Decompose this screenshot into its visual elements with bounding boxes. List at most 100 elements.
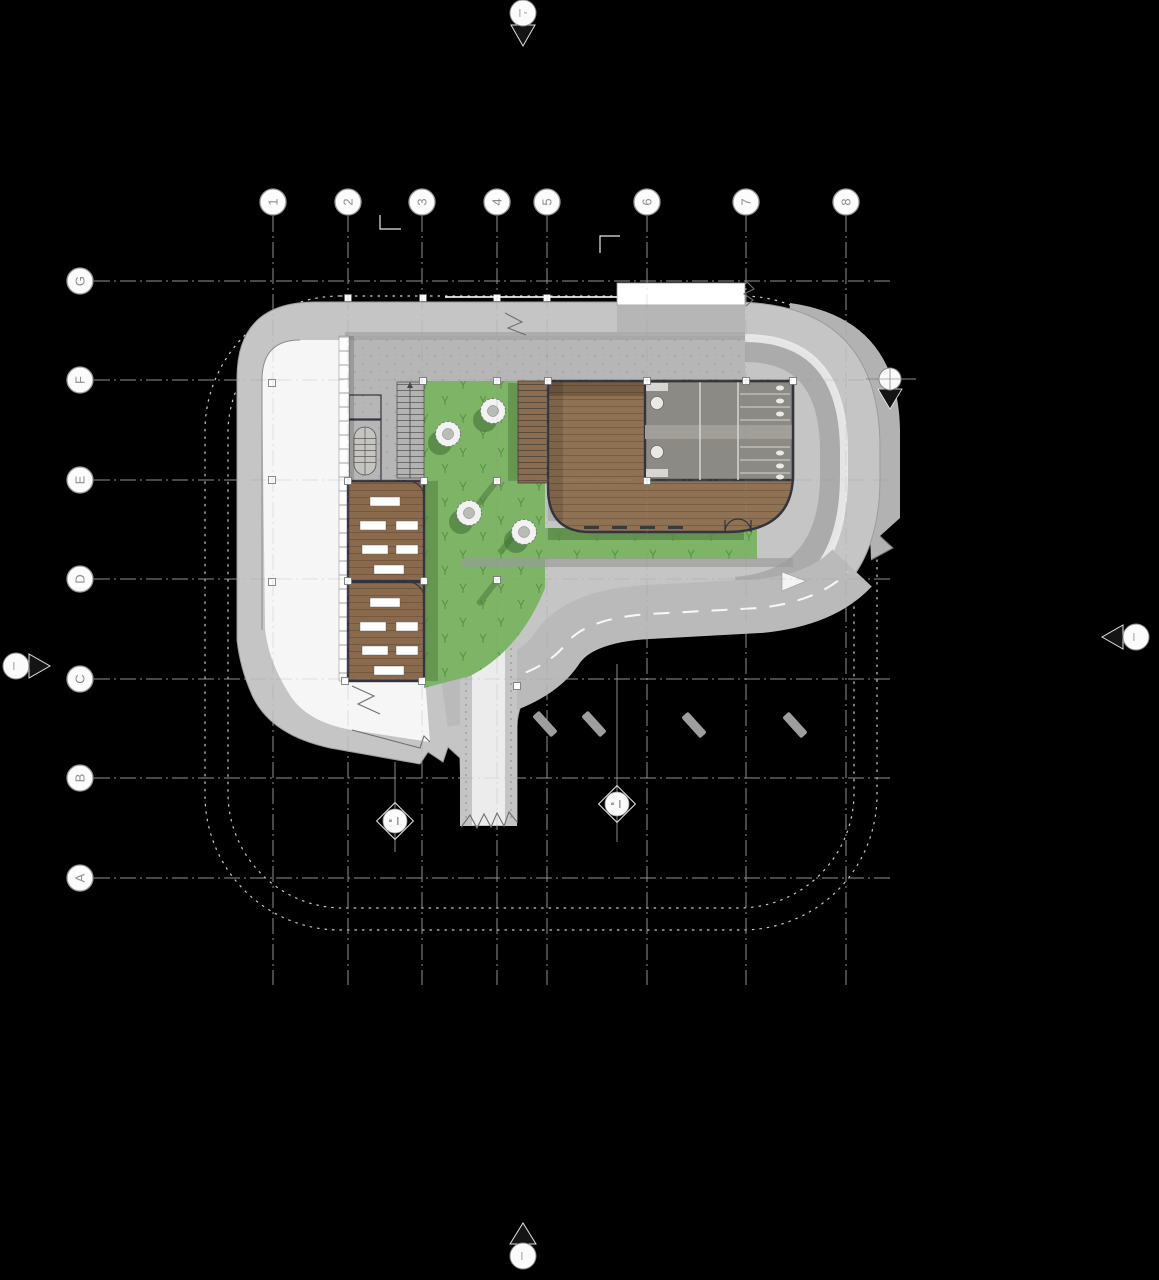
column-marker <box>420 477 428 485</box>
classroom-table <box>369 597 401 608</box>
column-marker <box>643 477 651 485</box>
column-marker <box>419 294 427 302</box>
detail-marker-west-icon <box>375 801 415 841</box>
grid-label-column: 6 <box>640 198 655 205</box>
column-marker <box>418 677 426 685</box>
column-marker <box>493 377 501 385</box>
classroom-table <box>361 544 389 555</box>
grid-bubble-column-1 <box>259 188 287 216</box>
west-stair <box>396 381 425 479</box>
column-marker <box>643 377 651 385</box>
section-marker-left-icon <box>2 652 52 680</box>
building <box>268 294 797 690</box>
section-marker-right-icon <box>1100 623 1150 651</box>
grid-label-column: 8 <box>839 198 854 205</box>
grid-bubble-column-6 <box>633 188 661 216</box>
grid-label-column: 3 <box>415 198 430 205</box>
arcade-walkway <box>262 340 430 742</box>
grid-bubble-column-4 <box>483 188 511 216</box>
post-shadow <box>476 479 499 506</box>
column-marker <box>344 294 352 302</box>
grid-bubble-row-A <box>66 864 94 892</box>
column-marker <box>493 576 501 584</box>
classroom-table <box>395 544 419 555</box>
hall-walls <box>546 379 795 534</box>
road-tear <box>351 685 381 715</box>
toilet-block <box>643 379 795 482</box>
grid-label-row: E <box>73 475 88 484</box>
courtyard-trees <box>428 398 537 553</box>
classroom-door-arc <box>407 581 425 599</box>
column-marker <box>544 377 552 385</box>
parking-ramp <box>460 640 518 830</box>
grid-label-column: 5 <box>540 198 555 205</box>
west-elevator-room <box>348 394 382 482</box>
tree-icon <box>504 519 537 553</box>
wc-fixtures <box>776 385 784 480</box>
classroom-tables <box>359 496 419 676</box>
column-marker <box>493 477 501 485</box>
grid-label-row: B <box>73 774 88 783</box>
classroom-table <box>361 645 389 656</box>
grid-bubble-column-8 <box>832 188 860 216</box>
north-canopy <box>445 281 755 332</box>
grid-label-column: 4 <box>490 198 505 205</box>
round-sink <box>650 396 664 410</box>
grid-label-row: D <box>73 574 88 583</box>
tree-icon <box>473 398 506 432</box>
grid-bubble-row-D <box>66 565 94 593</box>
column-marker <box>420 577 428 585</box>
classroom-table <box>373 665 405 676</box>
column-marker <box>268 379 276 387</box>
post-shadow <box>476 579 499 606</box>
keynote-leaders <box>379 215 620 253</box>
classroom-door-arc <box>407 480 425 498</box>
site-plan <box>236 281 900 830</box>
classroom-table <box>395 645 419 656</box>
grid-bubble-column-2 <box>334 188 362 216</box>
classroom-table <box>373 564 405 575</box>
grid-bubble-row-B <box>66 764 94 792</box>
grid-label-column: 1 <box>266 198 281 205</box>
courtyard-lawn <box>424 381 757 688</box>
grid-bubble-row-G <box>66 267 94 295</box>
column-marker <box>341 677 349 685</box>
tree-icon <box>449 500 482 534</box>
column-marker <box>344 577 352 585</box>
section-marker-road-icon <box>866 367 916 410</box>
tree-icon <box>428 421 461 455</box>
road-tear <box>504 312 527 336</box>
parking-ticks <box>533 711 807 738</box>
road-direction-arrow <box>781 571 807 592</box>
grid-label-row: A <box>73 873 88 882</box>
classrooms-wing <box>346 479 426 683</box>
grid-bubble-column-5 <box>533 188 561 216</box>
classroom-table <box>369 496 401 507</box>
site-boundary-dotted <box>204 295 878 931</box>
column-marker <box>268 578 276 586</box>
round-sink <box>650 445 664 459</box>
grid-bubble-row-C <box>66 665 94 693</box>
column-marker <box>344 477 352 485</box>
grid-label-row: F <box>73 376 88 384</box>
grid-bubble-column-3 <box>408 188 436 216</box>
column-marker <box>419 377 427 385</box>
grid-label-column: 7 <box>739 198 754 205</box>
classroom-table <box>359 621 387 632</box>
wood-seating-steps <box>517 380 549 484</box>
column-marker <box>789 377 797 385</box>
structural-grid-overlay <box>94 216 892 985</box>
grid-label-row: G <box>73 276 88 286</box>
section-marker-bottom-icon <box>509 1222 537 1270</box>
lawn-benches <box>584 526 683 529</box>
grid-bubble-row-F <box>66 366 94 394</box>
column-marker <box>742 377 750 385</box>
detail-marker-east-icon <box>597 784 637 824</box>
concrete-plaza <box>345 332 745 481</box>
building-south-shadow <box>462 558 793 567</box>
classroom-table <box>395 520 419 531</box>
classroom-table <box>395 621 419 632</box>
hall-double-door <box>724 518 752 533</box>
